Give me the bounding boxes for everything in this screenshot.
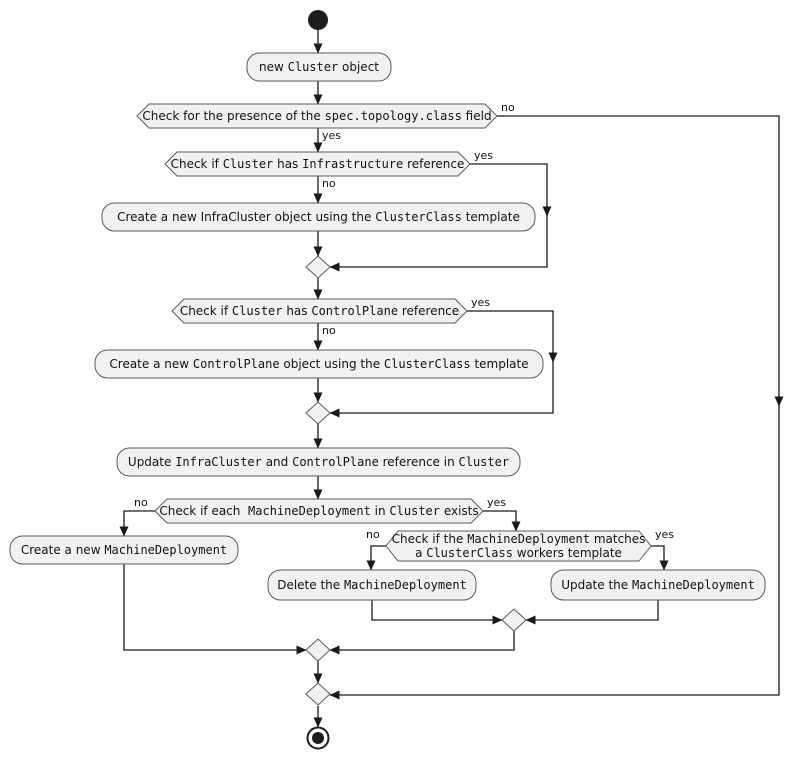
activity-new-cluster-object-label: new Cluster object [259,60,379,74]
edge-md-matches-no [366,545,386,571]
edge-md-exists-yes [483,510,521,532]
merge-diamond-2 [305,401,331,425]
activity-create-controlplane [94,349,544,379]
activity-update-md [550,569,766,601]
merge-diamond-4 [305,638,331,662]
edge-md-exists-no [119,510,155,537]
activity-delete-md [267,569,477,601]
activity-update-references-label: Update InfraCluster and ControlPlane ref… [127,455,510,469]
branch-label-infra-yes: yes [474,149,494,162]
start-node [308,10,328,30]
decision-infrastructure-ref [164,151,471,177]
branch-label-infra-no: no [322,177,336,190]
branch-label-topology-no: no [501,101,515,114]
activity-update-md-label: Update the MachineDeployment [561,578,755,592]
activity-create-infracluster [101,202,536,232]
activity-create-controlplane-label: Create a new ControlPlane object using t… [109,357,529,371]
decision-topology-class [136,103,498,129]
decision-md-exists [154,498,484,524]
decision-infrastructure-ref-label: Check if Cluster has Infrastructure refe… [170,157,465,171]
activity-create-md [9,535,239,565]
decision-md-matches [385,530,652,562]
branch-label-controlplane-yes: yes [471,296,491,309]
branch-label-md-exists-yes: yes [487,496,507,509]
activity-create-md-label: Create a new MachineDeployment [20,543,228,557]
merge-diamond-5 [305,682,331,706]
edge-md-matches-yes [651,545,669,571]
activity-delete-md-label: Delete the MachineDeployment [277,578,467,592]
edge-create-md-to-merge4 [123,564,307,655]
branch-label-topology-yes: yes [322,129,342,142]
decision-md-exists-label: Check if each MachineDeployment in Clust… [159,504,479,518]
edge-merge3-to-merge4 [329,631,515,655]
edge-delete-md-to-merge3 [371,600,503,625]
branch-label-md-matches-no: no [366,528,380,541]
decision-topology-class-label: Check for the presence of the spec.topol… [142,109,492,123]
decision-controlplane-ref [171,298,468,324]
edge-update-md-to-merge3 [525,600,659,625]
branch-label-controlplane-no: no [322,324,336,337]
activity-create-infracluster-label: Create a new InfraCluster object using t… [117,210,520,224]
activity-update-references [116,447,521,477]
decision-controlplane-ref-label: Check if Cluster has ControlPlane refere… [179,304,460,318]
decision-md-matches-label: Check if the MachineDeployment matches a… [386,531,651,561]
branch-label-md-exists-no: no [134,496,148,509]
branch-label-md-matches-yes: yes [655,528,675,541]
end-node-dot [312,732,324,744]
decision-md-matches-line2: a ClusterClass workers template [415,546,622,560]
merge-diamond-1 [305,255,331,279]
decision-md-matches-line1: Check if the MachineDeployment matches [391,532,646,546]
merge-diamond-3 [501,608,527,632]
activity-new-cluster-object [246,52,392,82]
